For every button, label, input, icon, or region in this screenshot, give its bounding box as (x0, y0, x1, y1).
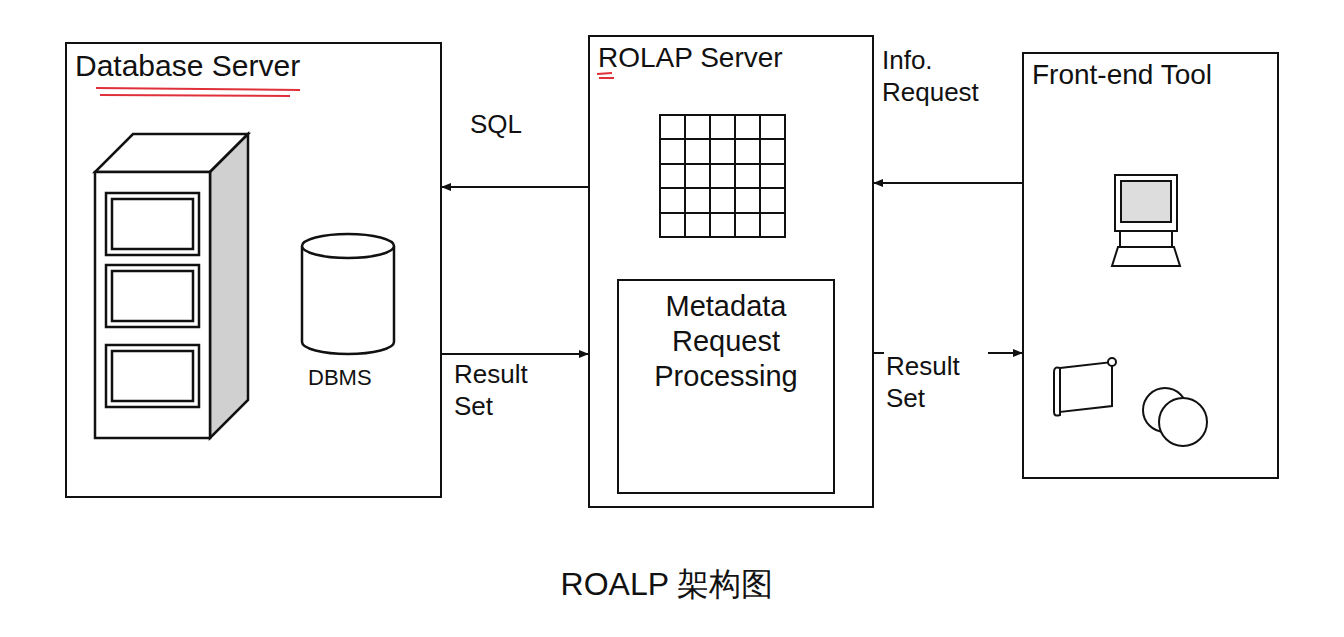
edge-label: Result Set (884, 350, 988, 414)
node-title: Metadata Request Processing (629, 289, 823, 393)
node-title: Database Server (75, 48, 440, 84)
server-panel: ROLAP ServerMetadata Request Processing (588, 35, 874, 508)
underline-mark (100, 95, 290, 96)
arrow-connector (442, 353, 588, 355)
arrow-connector (442, 186, 588, 188)
edge-label: SQL (468, 108, 542, 140)
chart-circles (1143, 388, 1207, 446)
db-label: DBMS (306, 362, 374, 394)
server-panel: Front-end Tool (1022, 52, 1279, 479)
underline-mark (599, 77, 614, 79)
underline-mark (96, 88, 300, 90)
caption: ROALP 架构图 (0, 564, 1334, 604)
database-cylinder (302, 234, 394, 354)
process-box: Metadata Request Processing (617, 279, 835, 494)
cube-grid (660, 115, 785, 237)
server-cabinet (95, 134, 248, 438)
underline-mark (597, 73, 612, 74)
server-panel: Database Server (65, 42, 442, 498)
report-scroll (1054, 358, 1116, 416)
node-title: ROLAP Server (598, 41, 872, 75)
computer-icon (1112, 175, 1180, 266)
arrow-connector (874, 182, 1022, 184)
edge-label: Info. Request (880, 44, 1009, 108)
edge-label: Result Set (452, 358, 556, 422)
node-title: Front-end Tool (1032, 58, 1277, 92)
